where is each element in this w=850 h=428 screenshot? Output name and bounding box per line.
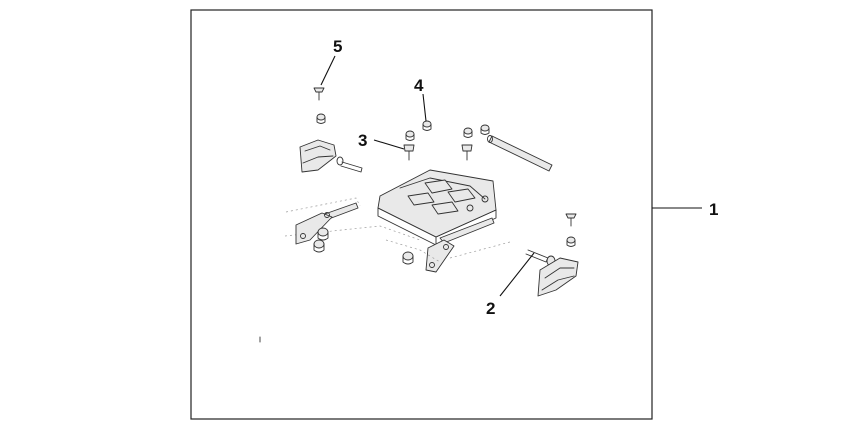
part-2-long-bolt — [499, 249, 579, 297]
callout-5: 5 — [333, 37, 342, 56]
left-stay — [284, 197, 421, 253]
part-4-spacer — [405, 93, 432, 141]
part-3-bolt — [373, 124, 490, 161]
callout-4: 4 — [414, 76, 424, 95]
left-bracket-block — [299, 139, 363, 173]
part-5-screw — [313, 55, 336, 124]
callout-3: 3 — [358, 131, 367, 150]
rod — [487, 135, 553, 172]
carrier-rack — [377, 169, 497, 246]
callout-2: 2 — [486, 299, 495, 318]
right-stay — [385, 217, 511, 273]
right-screw — [565, 213, 577, 247]
callout-1: 1 — [709, 200, 718, 219]
